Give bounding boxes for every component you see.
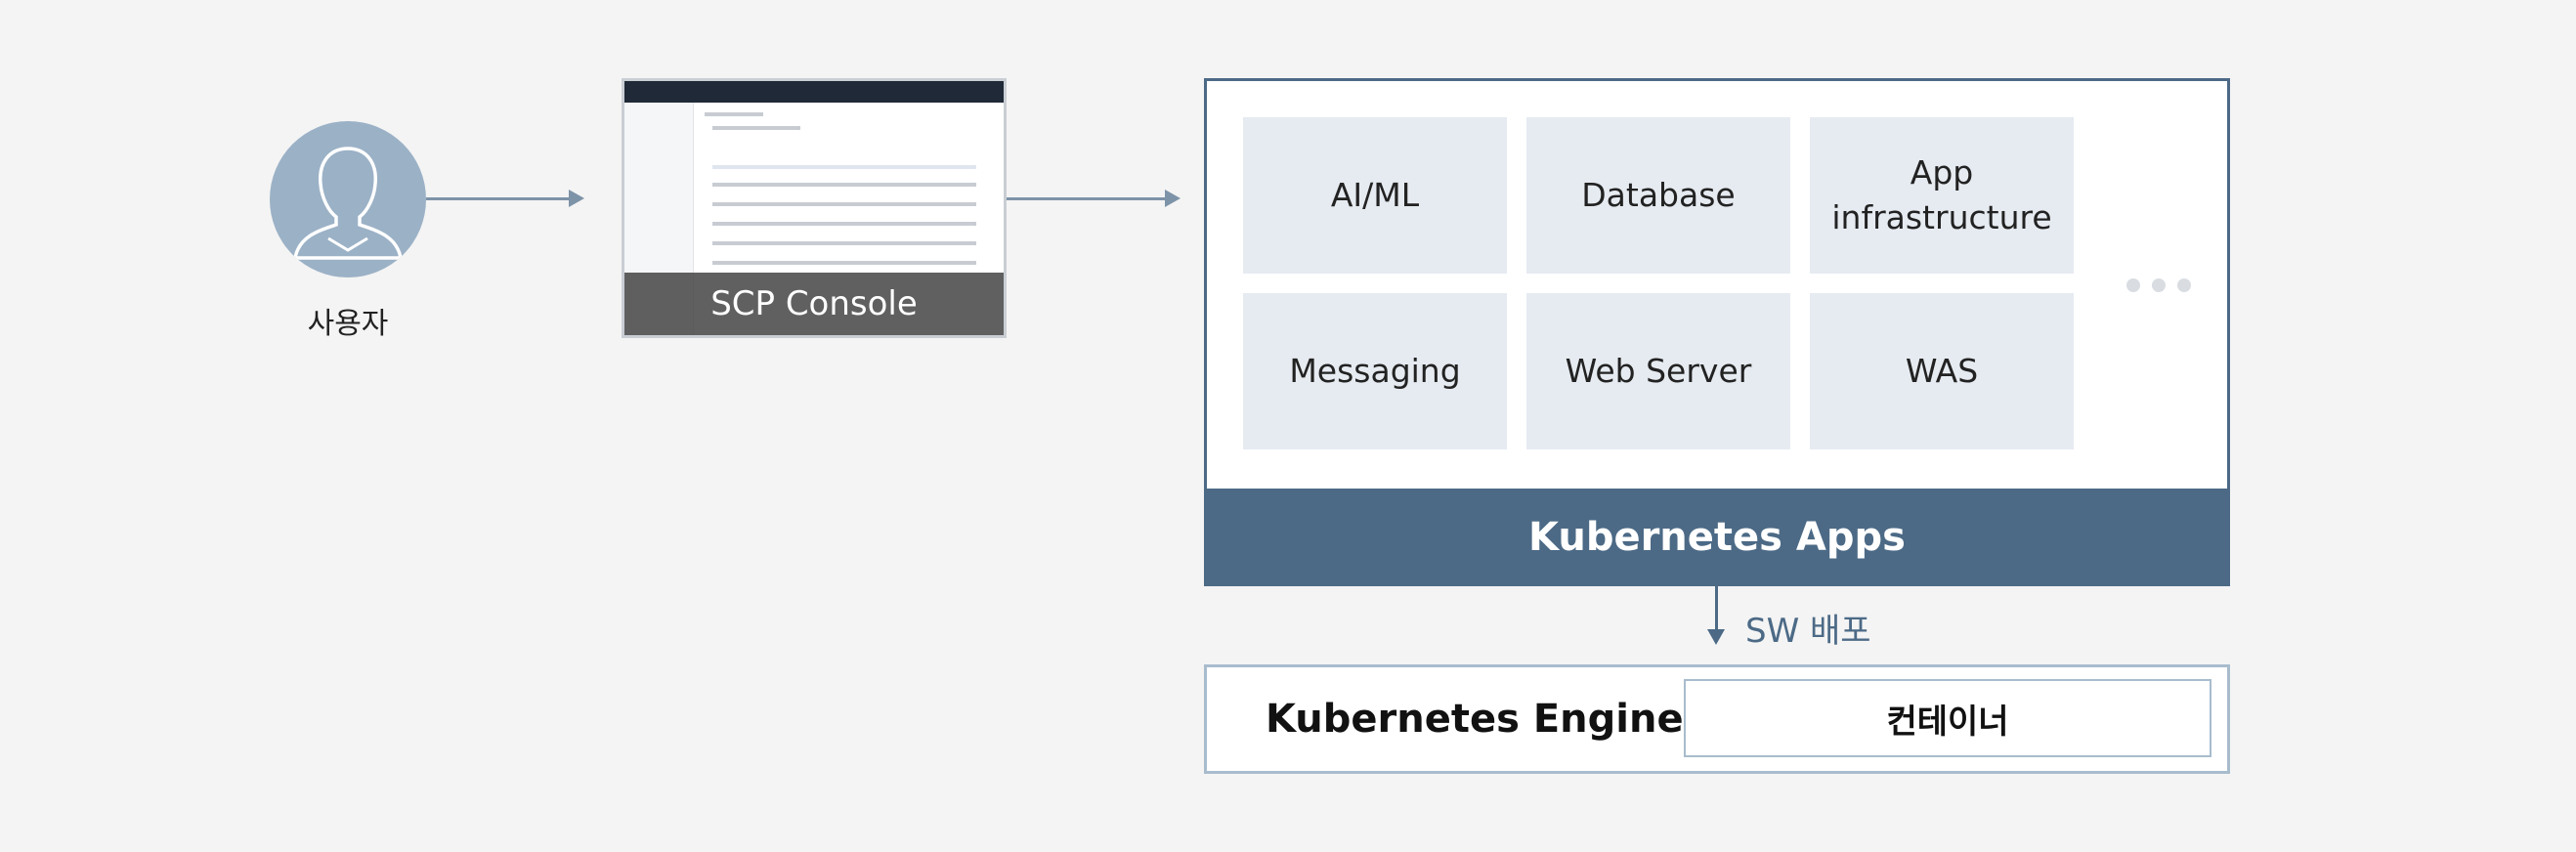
more-dot-icon (2152, 278, 2166, 292)
container-box: 컨테이너 (1684, 679, 2211, 757)
more-dot-icon (2177, 278, 2191, 292)
kubernetes-apps-title: Kubernetes Apps (1204, 489, 2230, 586)
arrow-console-to-apps (1007, 197, 1167, 200)
user-label: 사용자 (307, 307, 389, 341)
app-tile-database: Database (1526, 117, 1790, 274)
arrow-head-down-icon (1707, 629, 1725, 645)
deploy-label: SW 배포 (1745, 612, 1871, 651)
more-dot-icon (2126, 278, 2140, 292)
console-row (705, 112, 763, 116)
app-tile-messaging: Messaging (1243, 293, 1507, 449)
console-row (712, 165, 976, 169)
engine-title: Kubernetes Engine (1266, 697, 1684, 742)
console-row (712, 241, 976, 245)
app-tile-ai-ml: AI/ML (1243, 117, 1507, 274)
console-row (712, 222, 976, 226)
console-topbar (624, 81, 1004, 103)
app-tile-web-server: Web Server (1526, 293, 1790, 449)
user-avatar-icon (270, 121, 426, 277)
console-row (712, 202, 976, 206)
console-screenshot: SCP Console (622, 78, 1007, 338)
console-label: SCP Console (624, 273, 1004, 335)
app-tile-was: WAS (1810, 293, 2074, 449)
kubernetes-apps-box: AI/ML Database App infrastructure Messag… (1204, 78, 2230, 586)
console-row (712, 261, 976, 265)
console-row (712, 183, 976, 187)
app-tile-app-infrastructure: App infrastructure (1810, 117, 2074, 274)
kubernetes-engine-box: Kubernetes Engine 컨테이너 (1204, 664, 2230, 774)
arrow-head-icon (569, 190, 584, 207)
deploy-arrow (1715, 586, 1718, 631)
arrow-user-to-console (426, 197, 571, 200)
console-row (712, 126, 800, 130)
arrow-head-icon (1165, 190, 1181, 207)
